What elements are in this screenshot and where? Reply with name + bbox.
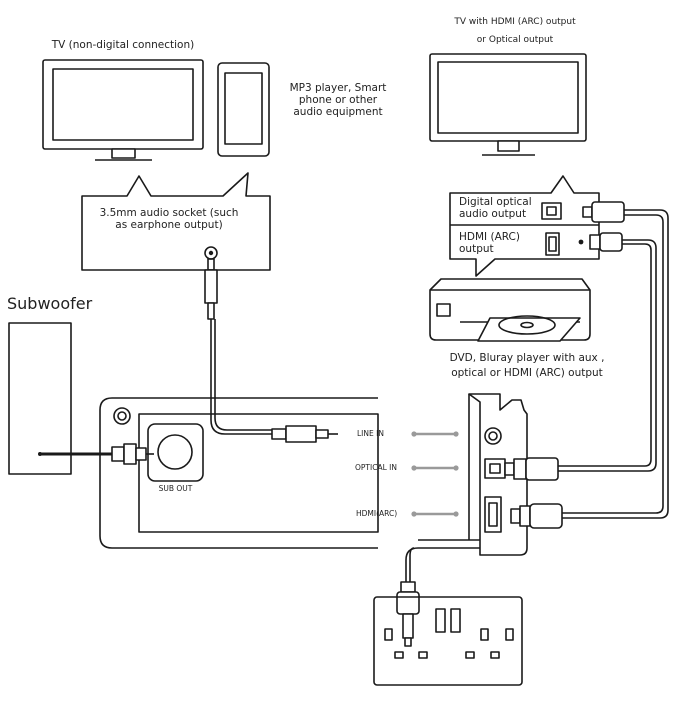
line-in-arrow [411, 431, 459, 437]
hdmi-arc-arrow [411, 511, 459, 517]
subwoofer-label: Subwoofer [7, 294, 93, 313]
optical-cable [562, 209, 669, 519]
hdmi-plug-icon [510, 503, 563, 529]
wall-socket-icon [373, 596, 523, 686]
optical-cable-plug-icon [582, 201, 625, 223]
hdmi-arc-label: HDMI(ARC) [356, 509, 398, 518]
power-cable [405, 547, 419, 582]
line-in-label: LINE IN [357, 429, 384, 438]
mp3-label: MP3 player, Smart phone or other audio e… [289, 82, 387, 119]
sub-out-label: SUB OUT [158, 484, 193, 493]
aux-socket-label: 3.5mm audio socket (such as earphone out… [99, 207, 239, 232]
optical-in-arrow [411, 465, 459, 471]
optical-plug-icon [504, 457, 559, 481]
aux-jack-icon [204, 246, 218, 320]
phone-icon [217, 62, 270, 157]
tv-analog-label: TV (non-digital connection) [51, 39, 195, 51]
hdmi-port-icon [545, 232, 560, 256]
sub-rca-plug-icon [111, 443, 154, 465]
tv-hdmi-label-line1: TV with HDMI (ARC) output [454, 17, 576, 27]
output-callout-bubble [449, 175, 600, 277]
aux-cable [210, 319, 272, 435]
hdmi-cable [558, 239, 657, 472]
mains-plug-icon [396, 581, 420, 647]
tv-analog-icon [42, 59, 204, 161]
subwoofer-icon [8, 322, 72, 475]
tv-digital-icon [429, 53, 587, 156]
input-panel-icon [418, 393, 528, 556]
hdmi-out-label: HDMI (ARC) output [459, 231, 520, 256]
tv-hdmi-label-line2: or Optical output [476, 35, 554, 45]
optical-in-label: OPTICAL IN [355, 463, 397, 472]
soundbar-icon [99, 397, 379, 549]
optical-port-icon [541, 202, 562, 220]
dvd-label-line2: optical or HDMI (ARC) output [451, 367, 603, 379]
optical-out-label: Digital optical audio output [459, 196, 532, 221]
dvd-label-line1: DVD, Bluray player with aux , [449, 352, 605, 364]
hdmi-cable-plug-icon [578, 232, 623, 252]
aux-plug-icon [271, 425, 338, 443]
dvd-player-icon [429, 278, 591, 342]
